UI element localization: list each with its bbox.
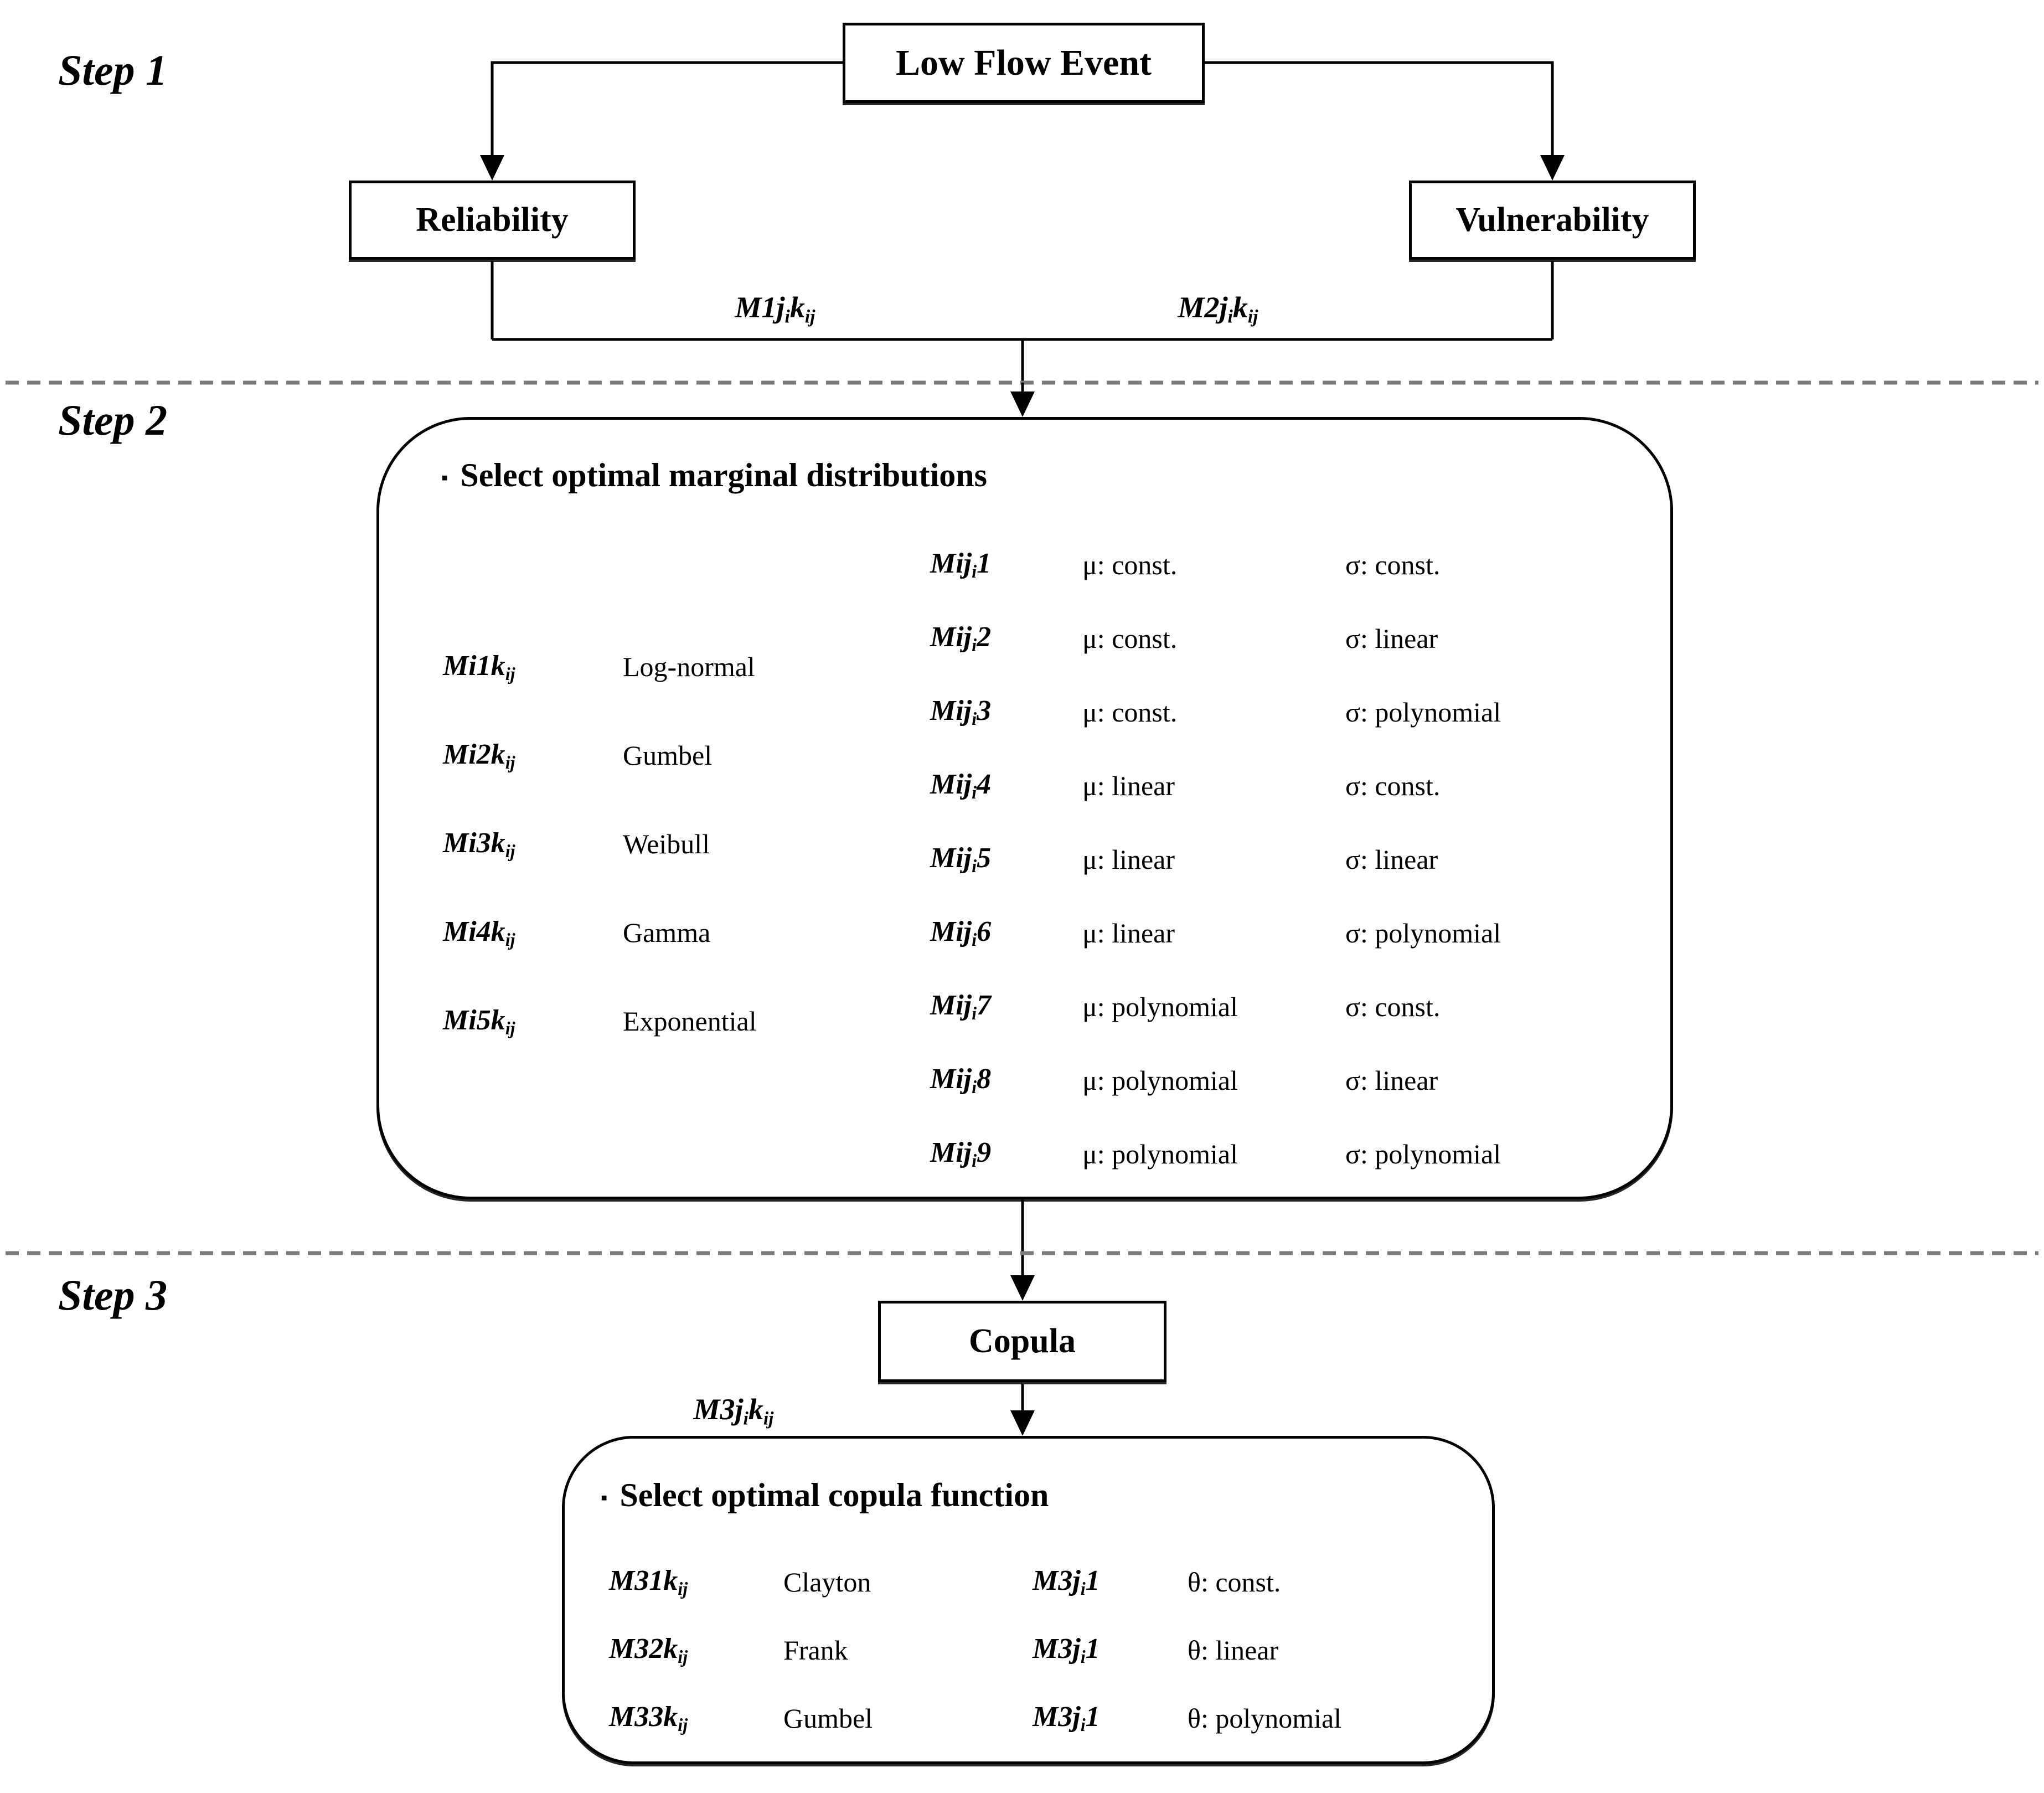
trend-code: Miji4 <box>930 769 992 803</box>
trend-code: Miji2 <box>930 621 992 656</box>
copula-name: Frank <box>783 1635 848 1666</box>
copula-code2: M3ji1 <box>1033 1701 1100 1735</box>
step2-header-text: Select optimal marginal distributions <box>460 457 988 493</box>
trend-code: Miji1 <box>930 548 992 582</box>
step3-label: Step 3 <box>58 1271 168 1319</box>
trend-code: Miji6 <box>930 916 992 950</box>
marginal-name: Gamma <box>623 917 711 948</box>
trend-sigma: σ: polynomial <box>1345 697 1501 728</box>
step3-header: ▪ Select optimal copula function <box>601 1478 1049 1512</box>
trend-sigma: σ: linear <box>1345 623 1438 654</box>
marginal-name: Gumbel <box>623 740 713 771</box>
step3-header-text: Select optimal copula function <box>620 1477 1049 1513</box>
copula-theta: θ: const. <box>1188 1567 1281 1598</box>
edge-root-to-reliability <box>491 61 844 155</box>
trend-mu: μ: linear <box>1082 918 1175 949</box>
trend-mu: μ: linear <box>1082 844 1175 875</box>
marginal-name: Exponential <box>623 1006 757 1037</box>
copula-code: M32kij <box>609 1633 688 1667</box>
marginal-code: Mi4kij <box>443 916 515 950</box>
copula-theta: θ: linear <box>1188 1635 1279 1666</box>
node-copula: Copula <box>878 1301 1166 1382</box>
copula-code2: M3ji1 <box>1033 1565 1100 1599</box>
copula-code: M31kij <box>609 1565 688 1599</box>
trend-sigma: σ: const. <box>1345 770 1441 801</box>
marginal-code: Mi3kij <box>443 827 515 862</box>
copula-code2: M3ji1 <box>1033 1633 1100 1667</box>
trend-mu: μ: polynomial <box>1082 991 1238 1022</box>
node-reliability: Reliability <box>349 181 636 260</box>
trend-code: Miji8 <box>930 1063 992 1098</box>
step2-header: ▪ Select optimal marginal distributions <box>441 458 987 492</box>
step2-panel <box>376 417 1673 1199</box>
arrowhead-step3-box <box>1010 1410 1035 1436</box>
square-bullet-icon: ▪ <box>601 1486 608 1508</box>
edge-label-m2: M2jikij <box>1178 291 1258 327</box>
edge-label-m3: M3jikij <box>693 1393 774 1429</box>
copula-name: Gumbel <box>783 1703 873 1734</box>
step3-panel <box>562 1436 1495 1764</box>
trend-mu: μ: polynomial <box>1082 1065 1238 1096</box>
trend-mu: μ: polynomial <box>1082 1138 1238 1169</box>
arrowhead-step2-box <box>1010 391 1035 417</box>
arrowhead-reliability <box>480 155 504 181</box>
trend-sigma: σ: polynomial <box>1345 1138 1501 1169</box>
marginal-code: Mi5kij <box>443 1004 515 1039</box>
marginal-name: Log-normal <box>623 651 755 682</box>
edge-root-to-vulnerability <box>1204 61 1554 155</box>
trend-code: Miji7 <box>930 990 992 1024</box>
trend-sigma: σ: const. <box>1345 991 1441 1022</box>
arrowhead-copula <box>1010 1275 1035 1301</box>
trend-sigma: σ: polynomial <box>1345 918 1501 949</box>
trend-code: Miji5 <box>930 842 992 877</box>
trend-code: Miji9 <box>930 1137 992 1171</box>
trend-mu: μ: const. <box>1082 549 1178 580</box>
copula-theta: θ: polynomial <box>1188 1703 1342 1734</box>
square-bullet-icon: ▪ <box>441 466 448 488</box>
trend-sigma: σ: linear <box>1345 844 1438 875</box>
step2-label: Step 2 <box>58 396 168 444</box>
trend-mu: μ: linear <box>1082 770 1175 801</box>
node-vulnerability: Vulnerability <box>1409 181 1696 260</box>
edge-label-m1: M1jikij <box>735 291 815 327</box>
trend-code: Miji3 <box>930 695 992 729</box>
marginal-name: Weibull <box>623 828 710 859</box>
node-low-flow-event: Low Flow Event <box>843 23 1205 103</box>
trend-sigma: σ: const. <box>1345 549 1441 580</box>
marginal-code: Mi2kij <box>443 739 515 773</box>
trend-sigma: σ: linear <box>1345 1065 1438 1096</box>
copula-name: Clayton <box>783 1567 871 1598</box>
trend-mu: μ: const. <box>1082 623 1178 654</box>
trend-mu: μ: const. <box>1082 697 1178 728</box>
arrowhead-vulnerability <box>1540 155 1565 181</box>
marginal-code: Mi1kij <box>443 650 515 684</box>
copula-code: M33kij <box>609 1701 688 1735</box>
step1-label: Step 1 <box>58 46 168 94</box>
